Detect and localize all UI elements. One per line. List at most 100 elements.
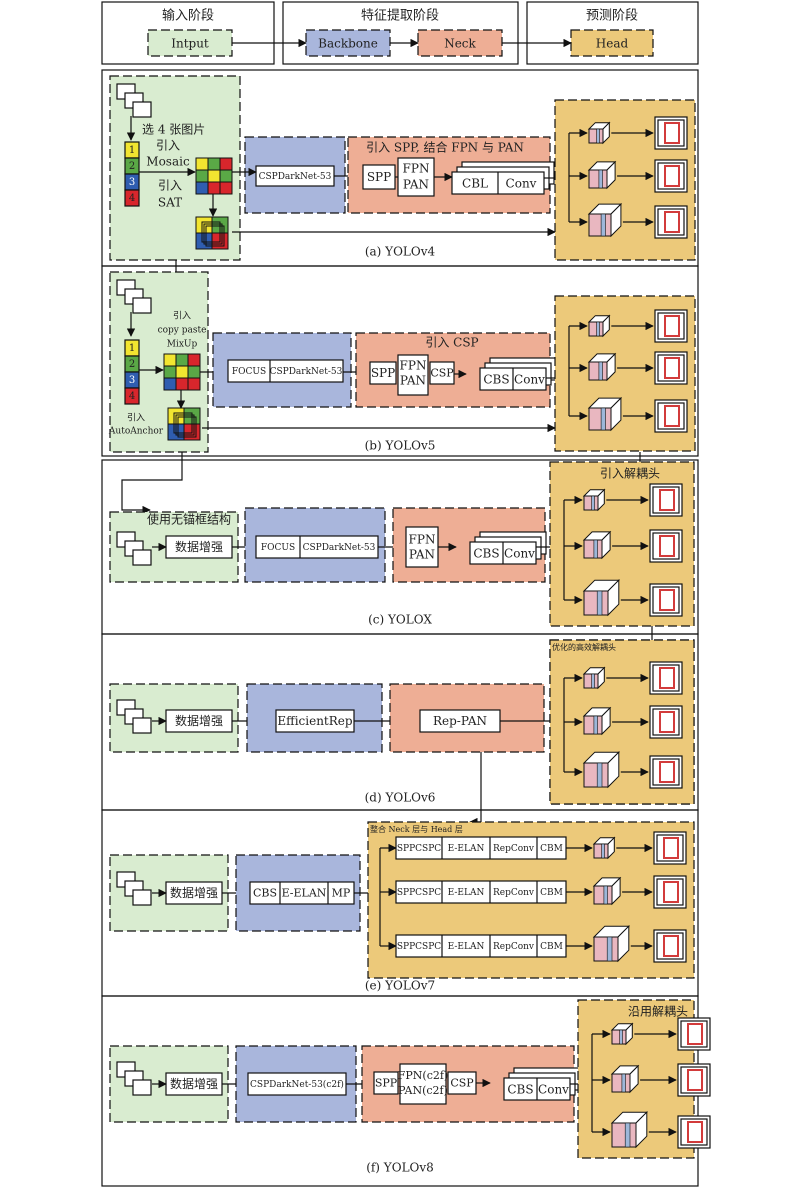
head-legend-box — [570, 29, 654, 57]
rep-pan: Rep-PAN — [433, 714, 487, 728]
csp: CSP — [450, 1077, 474, 1090]
input-stage-frame — [101, 1, 275, 65]
feature-map-cube-icon — [610, 1064, 640, 1094]
detection-output-icon — [654, 205, 688, 239]
cube-front — [611, 1073, 631, 1093]
cbl-label: CBL — [462, 177, 488, 191]
detection-output-icon — [654, 399, 688, 433]
fpn-label: FPN — [403, 162, 430, 176]
cube-slice — [598, 169, 603, 189]
cbs-label: CBS — [483, 373, 509, 387]
feature-map-cube-icon — [582, 706, 612, 736]
detection-output-icon — [653, 875, 687, 909]
cube-slice — [621, 1073, 626, 1093]
feature-map-cube-icon — [592, 924, 631, 963]
cube-slice — [598, 361, 603, 381]
image-index-cell — [124, 189, 140, 207]
bounding-box-icon — [664, 122, 680, 144]
cbs-label: CBS — [507, 1083, 533, 1097]
bounding-box-icon — [663, 935, 679, 957]
caption-yolov5: (b) YOLOv5 — [365, 439, 436, 453]
neck-legend-label: Neck — [444, 37, 476, 51]
mosaic-cell — [163, 353, 177, 367]
cube-front — [593, 936, 619, 962]
head-row-cell: E-ELAN — [448, 888, 485, 898]
detection-output-icon — [677, 1017, 711, 1051]
feature-map-cube-icon — [592, 876, 622, 906]
cube-front — [593, 885, 613, 905]
cube-front — [588, 407, 612, 431]
head-legend-label: Head — [596, 37, 629, 51]
feature-map-cube-icon — [587, 202, 623, 238]
mosaic-cell — [207, 157, 221, 171]
cspdarknet53-label: CSPDarkNet-53 — [270, 367, 343, 377]
caption-yolox: (c) YOLOX — [368, 613, 432, 627]
head-row-cell: SPPCSPC — [397, 888, 441, 898]
spp-box — [373, 1071, 399, 1095]
spp: SPP — [375, 1077, 398, 1090]
cube-front — [583, 590, 609, 616]
bounding-box-icon — [687, 1069, 703, 1091]
head-row-cell: E-ELAN — [448, 844, 485, 854]
mosaic-grid-icon — [163, 353, 201, 391]
fpn-pan-box — [397, 354, 429, 396]
cube-slice — [591, 673, 595, 689]
pan-label: PAN — [409, 548, 435, 562]
anchor-box — [173, 412, 193, 434]
input-legend-label: Intput — [171, 37, 209, 51]
augmented-mosaic-icon — [167, 407, 201, 441]
mosaic-cell — [187, 365, 201, 379]
mosaic-cell — [195, 157, 209, 171]
cube-slice — [600, 213, 606, 237]
cube-slice — [603, 885, 608, 905]
head-row-cell: E-ELAN — [448, 942, 485, 952]
bounding-box-icon — [664, 315, 680, 337]
feature-map-cube-icon — [610, 1022, 634, 1046]
detection-output-icon — [649, 755, 683, 789]
feature-map-cube-icon — [587, 352, 617, 382]
bounding-box-icon — [664, 405, 680, 427]
cube-slice — [596, 590, 603, 616]
mosaic-cell — [195, 181, 209, 195]
mosaic-cell — [219, 181, 233, 195]
image-index-number: 2 — [129, 161, 135, 172]
mixup-label: MixUp — [167, 340, 198, 350]
head-row-cell: SPPCSPC — [397, 942, 441, 952]
feature-map-cube-icon — [582, 750, 621, 789]
data-augment: 数据增强 — [170, 885, 218, 900]
detection-output-icon — [649, 661, 683, 695]
cube-slice — [601, 843, 605, 859]
head-row-cell: RepConv — [493, 942, 535, 952]
mp-label: MP — [332, 887, 351, 900]
mosaic-cell — [187, 353, 201, 367]
cube-slice — [591, 495, 595, 511]
spp: SPP — [371, 366, 395, 380]
detection-output-icon — [653, 929, 687, 963]
image-index-number: 1 — [129, 343, 135, 354]
flow-arrow — [121, 452, 183, 515]
anchor-box — [201, 221, 221, 243]
detection-output-icon — [677, 1115, 711, 1149]
head-title: 沿用解耦头 — [628, 1005, 688, 1019]
fpn-label: FPN(c2f) — [398, 1069, 448, 1082]
head-row-cell: CBM — [540, 844, 563, 854]
mosaic-cell — [219, 169, 233, 183]
neck-title: 引入 CSP — [425, 336, 478, 350]
feature-map-cube-icon — [582, 488, 606, 512]
intro-label: 引入 — [156, 139, 180, 153]
cube-slice — [624, 1122, 631, 1148]
cspdarknet53-label: CSPDarkNet-53 — [303, 543, 376, 553]
detection-output-icon — [654, 351, 688, 385]
data-augment: 数据增强 — [170, 1076, 218, 1091]
select-images-label: 选 4 张图片 — [142, 123, 205, 137]
fpn-label: FPN — [400, 359, 427, 373]
caption-yolov4: (a) YOLOv4 — [365, 245, 436, 259]
cube-front — [583, 495, 599, 511]
cube-front — [588, 169, 608, 189]
flow-arrow — [469, 752, 482, 827]
image-index-number: 2 — [129, 359, 135, 370]
feature-map-cube-icon — [592, 836, 616, 860]
cube-slice — [593, 539, 598, 559]
head-row-cell: SPPCSPC — [397, 844, 441, 854]
